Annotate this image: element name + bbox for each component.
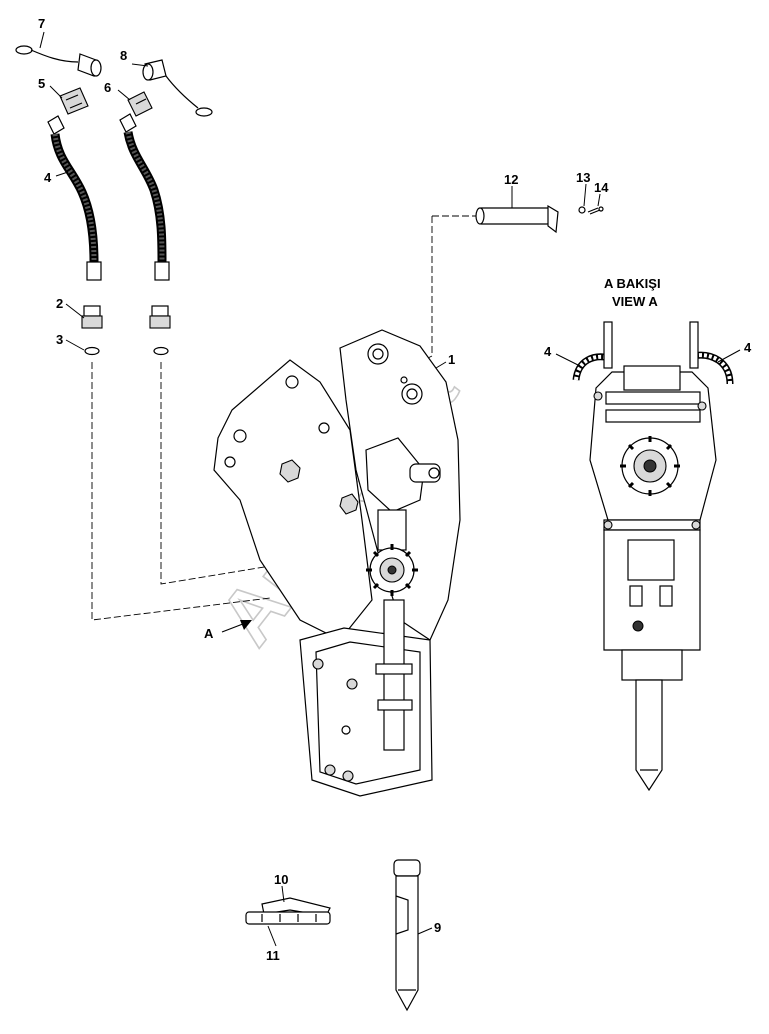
callout-6: 6 xyxy=(104,80,111,95)
washer xyxy=(578,206,586,214)
chisel-tool xyxy=(393,859,421,1012)
callout-12: 12 xyxy=(504,172,518,187)
adapter-right xyxy=(149,305,171,356)
callout-4-view-a-left: 4 xyxy=(544,344,552,359)
mounting-pin xyxy=(475,204,559,234)
leader-lines xyxy=(39,31,741,947)
callout-9: 9 xyxy=(434,920,441,935)
view-a-title-en: VIEW A xyxy=(612,294,658,309)
hammer-assembly xyxy=(213,329,461,797)
view-a-drawing xyxy=(572,321,734,792)
view-a-arrow-label: A xyxy=(204,626,214,641)
assembly-lines xyxy=(91,215,476,621)
callout-11: 11 xyxy=(266,948,280,963)
callout-7: 7 xyxy=(38,16,45,31)
callout-14: 14 xyxy=(594,180,609,195)
callout-13: 13 xyxy=(576,170,590,185)
callout-1: 1 xyxy=(448,352,455,367)
dust-cap-right xyxy=(142,59,213,117)
callout-5: 5 xyxy=(38,76,45,91)
view-a-title-tr: A BAKIŞI xyxy=(604,276,661,291)
quick-coupling-female xyxy=(59,87,89,115)
quick-coupling-male xyxy=(127,91,153,117)
retaining-pin xyxy=(245,897,331,925)
adapter-left xyxy=(81,305,103,356)
view-a-arrow xyxy=(221,620,252,633)
callout-2: 2 xyxy=(56,296,63,311)
callout-4-view-a-right: 4 xyxy=(744,340,752,355)
hose-right xyxy=(119,113,170,281)
dust-cap-left xyxy=(15,45,102,77)
split-pin xyxy=(587,206,604,215)
callout-10: 10 xyxy=(274,872,288,887)
callout-3: 3 xyxy=(56,332,63,347)
callout-8: 8 xyxy=(120,48,127,63)
hose-left xyxy=(47,115,102,281)
callout-4-left: 4 xyxy=(44,170,52,185)
